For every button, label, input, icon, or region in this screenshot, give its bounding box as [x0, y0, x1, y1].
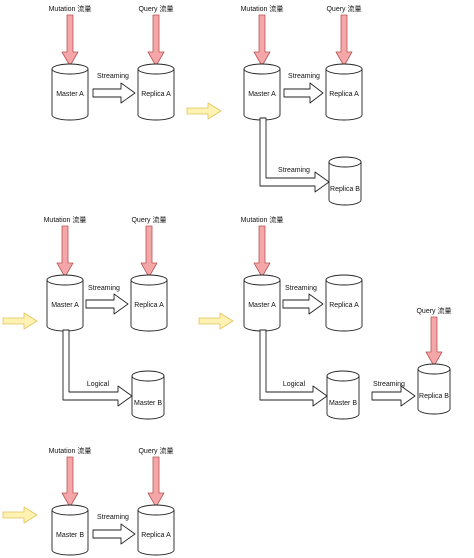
query-traffic-label: Query 流量: [138, 4, 173, 13]
streaming-elbow-arrow: [259, 117, 330, 193]
db-label: Replica A: [141, 532, 171, 539]
query-traffic-arrow: [335, 14, 353, 67]
query-traffic-label: Query 流量: [326, 4, 361, 13]
database-replica-a: Replica A: [325, 274, 363, 332]
stage-1: Mutation 流量 Query 流量 Master A Replica A …: [49, 4, 175, 121]
db-label: Master A: [51, 302, 79, 309]
streaming-label: Streaming: [97, 514, 129, 521]
database-master-b: Master B: [131, 370, 165, 420]
streaming-label: Streaming: [88, 285, 120, 292]
streaming-arrow: [283, 82, 324, 104]
query-traffic-arrow: [425, 316, 443, 367]
streaming-label: Streaming: [285, 285, 317, 292]
streaming-label: Streaming: [288, 73, 320, 80]
streaming-arrow: [371, 385, 416, 407]
mutation-traffic-label: Mutation 流量: [49, 446, 92, 455]
mutation-traffic-arrow: [61, 14, 79, 67]
mutation-traffic-arrow: [253, 225, 271, 278]
streaming-label: Streaming: [278, 167, 310, 174]
mutation-traffic-label: Mutation 流量: [241, 4, 284, 13]
streaming-arrow: [92, 82, 136, 104]
mutation-traffic-arrow: [56, 225, 74, 278]
streaming-arrow: [92, 523, 136, 545]
query-traffic-label: Query 流量: [416, 306, 451, 315]
query-traffic-arrow: [147, 14, 165, 67]
logical-label: Logical: [283, 381, 306, 388]
streaming-arrow: [85, 293, 129, 315]
streaming-label: Streaming: [373, 381, 405, 388]
database-master-a: Master A: [243, 63, 281, 121]
db-label: Replica A: [141, 91, 171, 98]
mutation-traffic-label: Mutation 流量: [49, 4, 92, 13]
db-label: Replica A: [329, 302, 359, 309]
transition-arrow: [2, 506, 38, 524]
transition-arrow: [2, 312, 38, 330]
query-traffic-arrow: [140, 225, 158, 278]
logical-label: Logical: [87, 381, 110, 388]
db-label: Replica B: [330, 186, 360, 193]
transition-arrow: [186, 102, 222, 120]
db-label: Replica A: [329, 91, 359, 98]
query-traffic-label: Query 流量: [138, 446, 173, 455]
stage-5: Mutation 流量 Query 流量 Master B Replica A …: [2, 446, 175, 556]
logical-elbow-arrow: [62, 329, 133, 407]
stage-3: Mutation 流量 Query 流量 Master A Replica A …: [2, 215, 168, 420]
database-master-b: Master B: [51, 504, 89, 556]
database-replica-a: Replica A: [137, 504, 175, 556]
transition-arrow: [198, 312, 234, 330]
streaming-arrow: [282, 293, 324, 315]
database-master-a: Master A: [51, 63, 89, 121]
stage-2: Mutation 流量 Query 流量 Master A Replica A …: [241, 4, 363, 206]
db-label: Replica A: [134, 302, 164, 309]
database-master-a: Master A: [46, 274, 84, 332]
mutation-traffic-arrow: [61, 456, 79, 508]
db-label: Master B: [56, 532, 84, 539]
database-replica-a: Replica A: [325, 63, 363, 121]
database-replica-a: Replica A: [137, 63, 175, 121]
db-label: Master A: [56, 91, 84, 98]
database-master-a: Master A: [243, 274, 281, 332]
database-replica-b: Replica B: [417, 363, 451, 415]
mutation-traffic-arrow: [253, 14, 271, 67]
db-label: Master B: [134, 400, 162, 407]
db-label: Master A: [248, 302, 276, 309]
database-replica-b: Replica B: [328, 156, 362, 206]
db-label: Master A: [248, 91, 276, 98]
db-label: Master B: [329, 400, 357, 407]
query-traffic-label: Query 流量: [131, 215, 166, 224]
database-replica-a: Replica A: [130, 274, 168, 332]
logical-elbow-arrow: [259, 329, 328, 407]
streaming-label: Streaming: [97, 73, 129, 80]
query-traffic-arrow: [147, 456, 165, 508]
mutation-traffic-label: Mutation 流量: [241, 215, 284, 224]
stage-4: Mutation 流量 Master A Replica A Streaming…: [198, 215, 452, 420]
db-label: Replica B: [419, 393, 449, 400]
database-master-b: Master B: [326, 370, 360, 420]
mutation-traffic-label: Mutation 流量: [44, 215, 87, 224]
